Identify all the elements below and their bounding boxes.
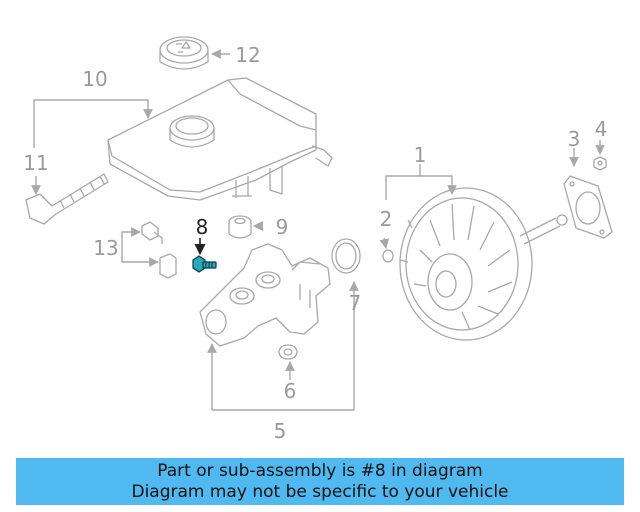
- callout-5: 5: [274, 419, 287, 443]
- info-banner: Part or sub-assembly is #8 in diagram Di…: [16, 458, 624, 505]
- callout-7: 7: [349, 291, 362, 315]
- fluid-reservoir: [107, 77, 333, 201]
- reservoir-cap: [159, 36, 209, 70]
- callout-13: 13: [93, 236, 118, 260]
- master-cylinder: [199, 243, 331, 347]
- callout-8: 8: [196, 215, 209, 239]
- pressure-sensor: [141, 221, 177, 279]
- callout-11: 11: [23, 151, 48, 175]
- seal-ring: [278, 344, 298, 360]
- callout-labels: 1 2 3 4 5 6 7 8 9 10 11 12 13: [23, 43, 607, 443]
- grommet: [228, 215, 252, 239]
- booster-gasket: [563, 175, 613, 239]
- leader-lines: [31, 49, 605, 411]
- callout-1: 1: [414, 143, 427, 167]
- level-sensor: [25, 173, 109, 225]
- banner-line-1: Part or sub-assembly is #8 in diagram: [157, 460, 483, 481]
- highlighted-bolt: [192, 255, 217, 273]
- o-ring: [331, 238, 361, 274]
- booster-nut: [382, 249, 394, 263]
- banner-line-2: Diagram may not be specific to your vehi…: [131, 481, 509, 502]
- callout-9: 9: [276, 215, 289, 239]
- callout-6: 6: [284, 379, 297, 403]
- callout-12: 12: [235, 43, 260, 67]
- callout-10: 10: [82, 67, 107, 91]
- callout-3: 3: [568, 127, 581, 151]
- gasket-nut: [593, 156, 607, 171]
- parts-diagram: 1 2 3 4 5 6 7 8 9 10 11 12 13: [23, 36, 613, 443]
- callout-4: 4: [595, 117, 608, 141]
- callout-2: 2: [380, 207, 393, 231]
- brake-booster: [399, 187, 568, 341]
